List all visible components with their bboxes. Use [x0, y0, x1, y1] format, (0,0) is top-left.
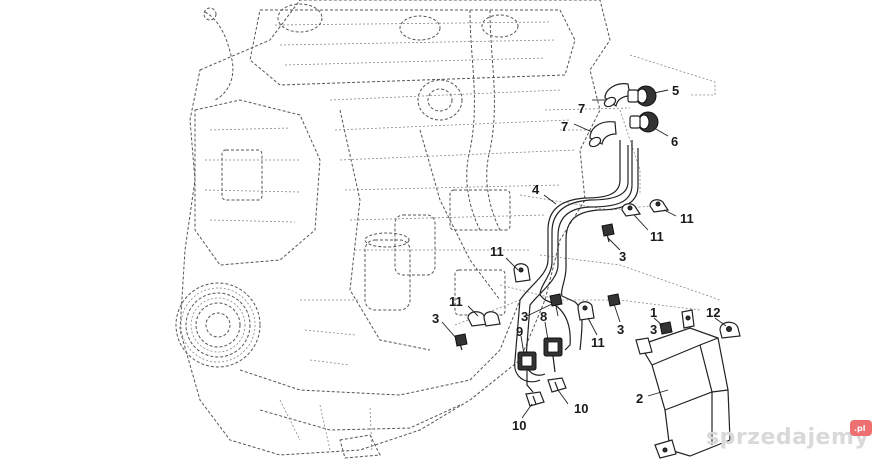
heat-shield-bracket [635, 309, 731, 459]
p-clamp-pair-right [621, 199, 670, 217]
callout-11-e: 11 [591, 335, 605, 350]
callout-5: 5 [672, 83, 679, 98]
hose-clamp-lower [629, 111, 659, 133]
sensor-connector-left [517, 351, 537, 393]
p-clamp-center [577, 301, 595, 321]
bolt-right-upper [601, 223, 615, 243]
crank-pulley [175, 282, 261, 368]
callout-7-lower: 7 [561, 119, 568, 134]
hose-clamp-upper [627, 85, 657, 107]
callout-11-c: 11 [490, 244, 504, 259]
elbow-fitting-upper [603, 83, 631, 108]
callout-9: 9 [516, 324, 523, 339]
watermark: sprzedajemy .pl [706, 420, 872, 450]
clip-lower-left [525, 391, 545, 407]
callout-3-d: 3 [617, 322, 624, 337]
watermark-badge [850, 420, 872, 436]
bolt-bracket [659, 321, 673, 335]
callout-12: 12 [706, 305, 720, 320]
clip-lower-right [547, 377, 567, 393]
callout-11-b: 11 [650, 229, 664, 244]
callout-3-b: 3 [432, 311, 439, 326]
p-clamp-bracket [719, 321, 741, 339]
callout-4: 4 [532, 182, 540, 197]
callout-3-a: 3 [619, 249, 626, 264]
p-clamp-left [467, 311, 501, 327]
callout-11-a: 11 [680, 211, 694, 226]
watermark-text: sprzedajemy [706, 425, 869, 450]
callout-10-b: 10 [574, 401, 588, 416]
callout-11-d: 11 [449, 294, 463, 309]
bolt-left [454, 333, 468, 351]
callout-labels: 7 5 7 6 4 11 11 3 11 11 3 3 8 9 1 12 3 3… [432, 83, 720, 433]
callout-10-a: 10 [512, 418, 526, 433]
callout-7-upper: 7 [578, 101, 585, 116]
leader-lines [441, 89, 727, 419]
engine-block [175, 0, 611, 459]
bolt-center-right [607, 293, 621, 307]
callout-3-e: 3 [650, 322, 657, 337]
elbow-fitting-lower [588, 121, 617, 148]
callout-2: 2 [636, 391, 643, 406]
sensor-connector-right [543, 337, 563, 373]
callout-8: 8 [540, 309, 547, 324]
watermark-badge-text: .pl [854, 424, 866, 433]
callout-6: 6 [671, 134, 678, 149]
p-clamp-mid [513, 263, 531, 283]
callout-3-c: 3 [521, 309, 528, 324]
bolt-mid [549, 293, 563, 307]
callout-1: 1 [650, 305, 657, 320]
